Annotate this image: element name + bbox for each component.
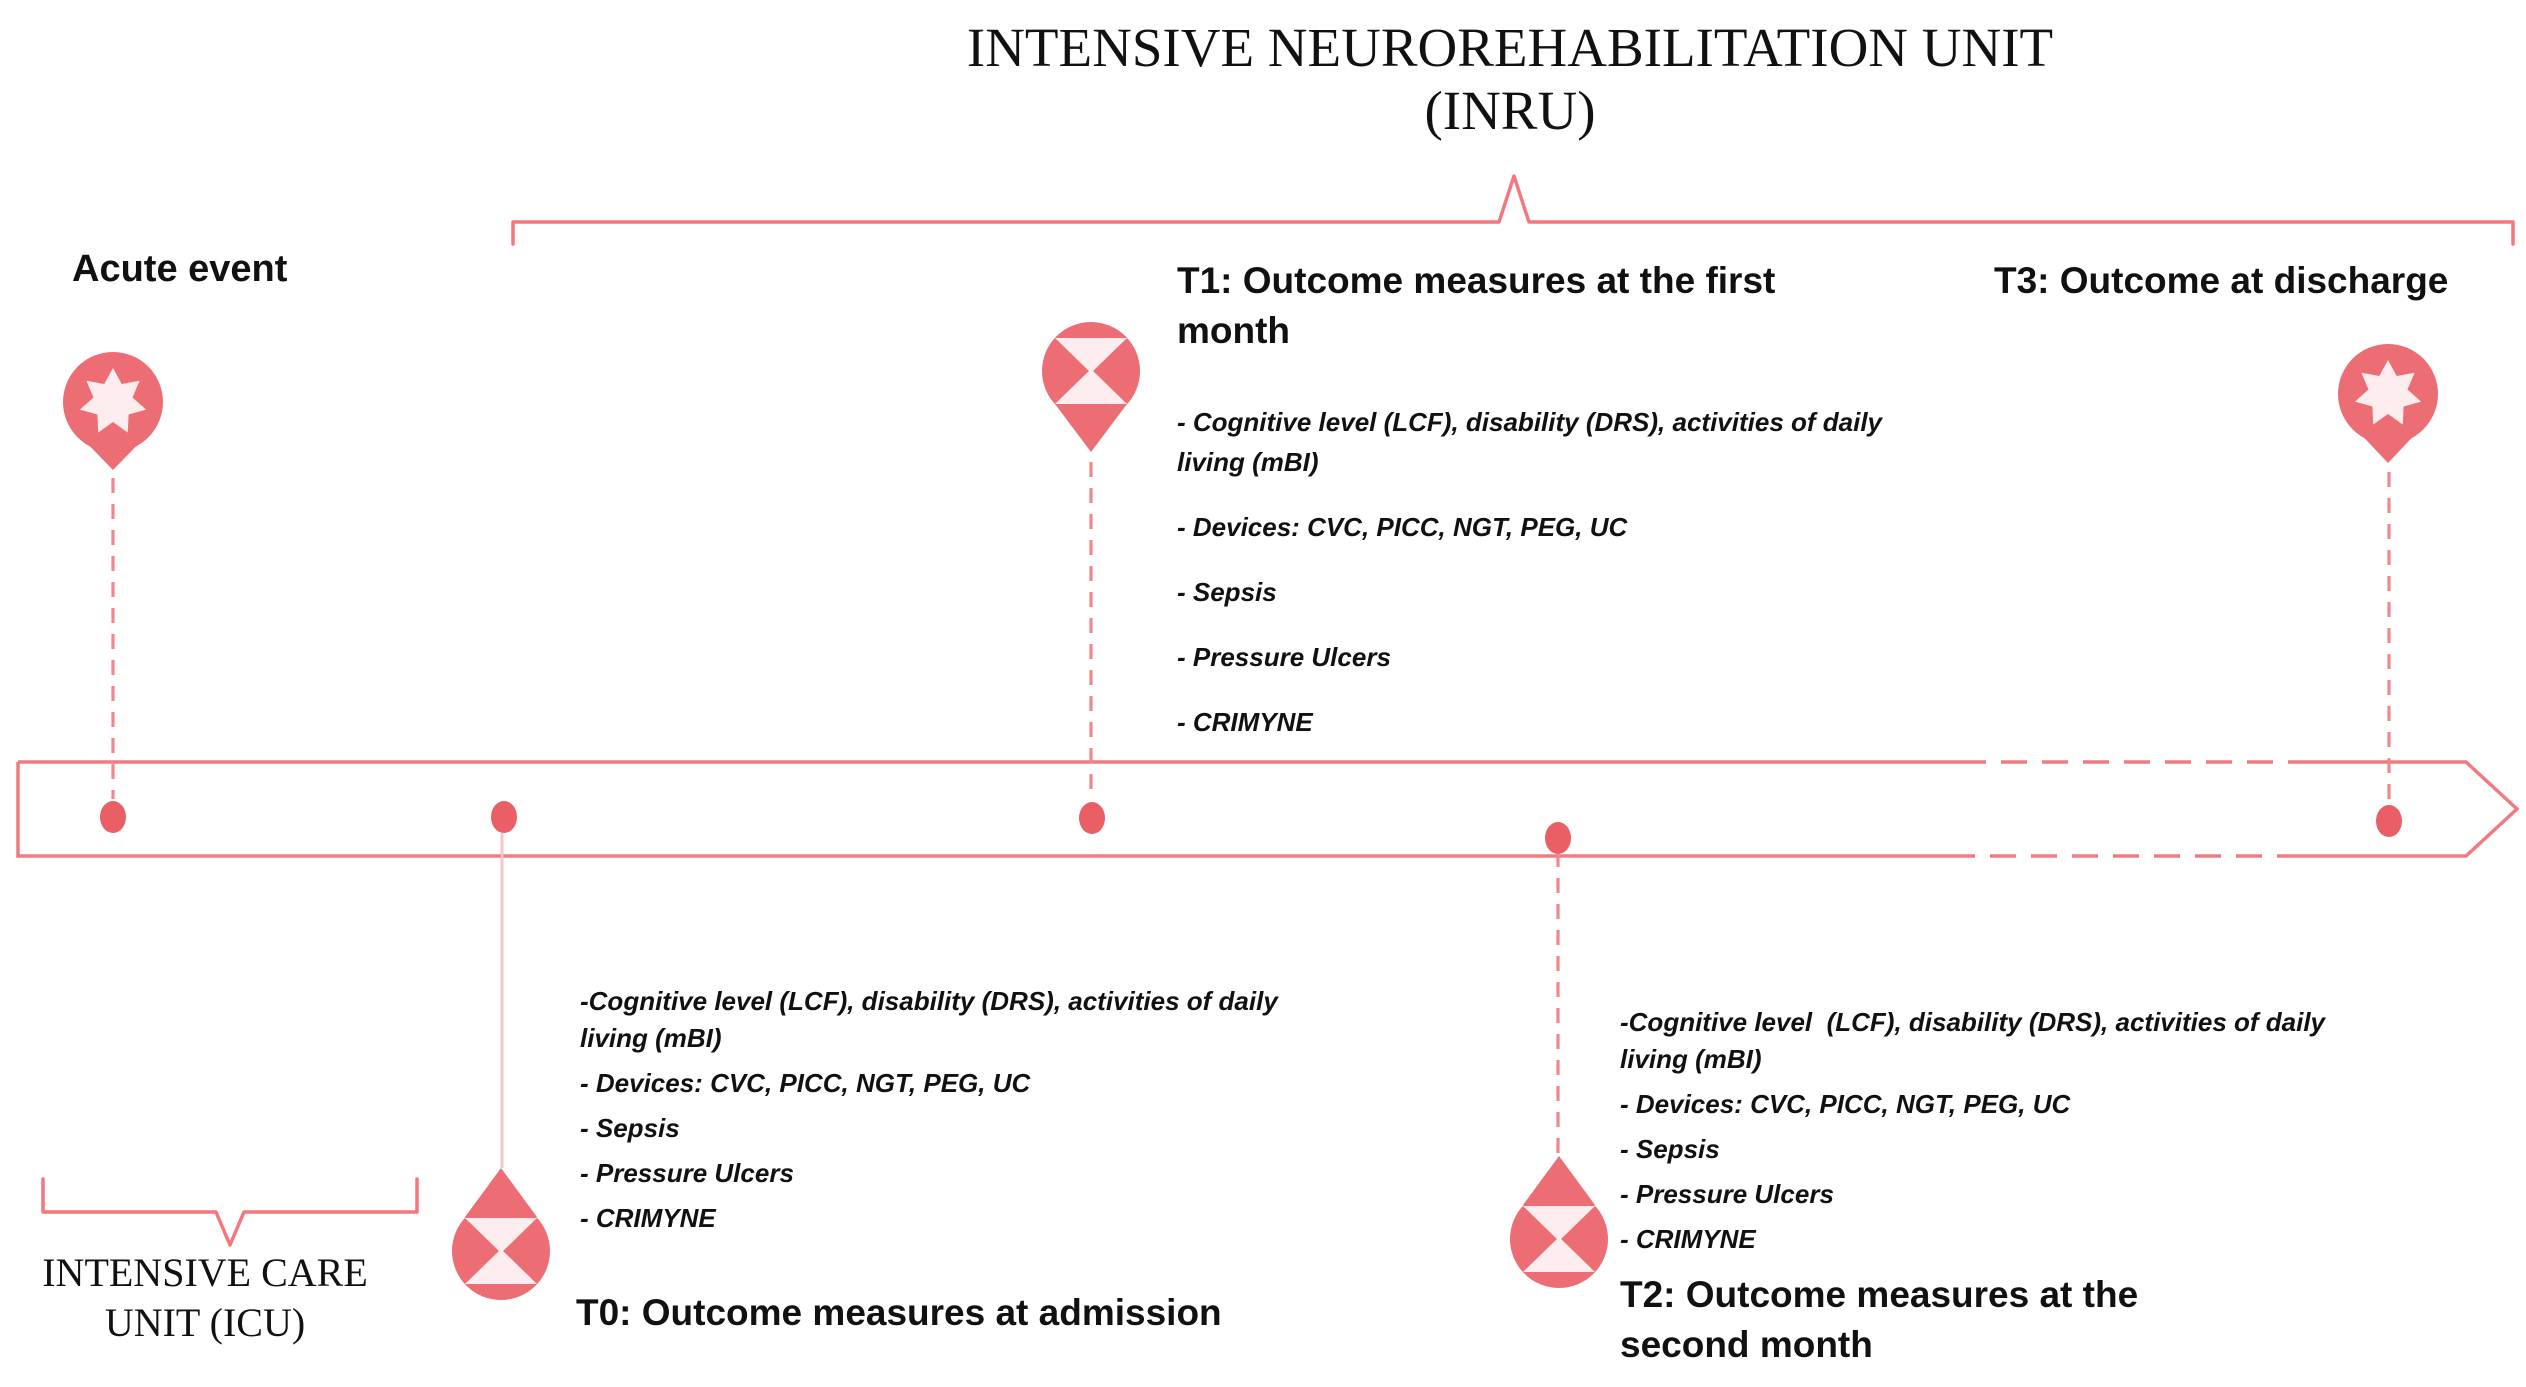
t0-list-item: - CRIMYNE bbox=[580, 1203, 716, 1233]
figure-title-line1: INTENSIVE NEUROREHABILITATION UNIT bbox=[966, 17, 2054, 78]
t1-list-item: - Cognitive level (LCF), disability (DRS… bbox=[1177, 407, 1890, 477]
t0-outcome-list: -Cognitive level (LCF), disability (DRS)… bbox=[580, 983, 1320, 1245]
icu-brace bbox=[41, 1177, 419, 1247]
t2-heading: T2: Outcome measures at the second month bbox=[1620, 1274, 2139, 1365]
t1-list-item: - Pressure Ulcers bbox=[1177, 642, 1391, 672]
t2-list-item: - Devices: CVC, PICC, NGT, PEG, UC bbox=[1620, 1089, 2071, 1119]
t1-dot bbox=[1079, 802, 1105, 834]
t2-pin-hourglass-icon bbox=[1510, 1156, 1608, 1288]
t1-list-item: - Sepsis bbox=[1177, 577, 1277, 607]
icu-label: INTENSIVE CARE UNIT (ICU) bbox=[20, 1248, 390, 1348]
acute-event-dot bbox=[100, 801, 126, 833]
t0-list-item: -Cognitive level (LCF), disability (DRS)… bbox=[580, 986, 1286, 1053]
figure-title: INTENSIVE NEUROREHABILITATION UNIT (INRU… bbox=[710, 16, 2310, 142]
t1-heading: T1: Outcome measures at the first month bbox=[1177, 260, 1776, 351]
inru-brace bbox=[511, 174, 2515, 246]
t2-list-item: -Cognitive level (LCF), disability (DRS)… bbox=[1620, 1007, 2333, 1074]
t3-dot bbox=[2376, 805, 2402, 837]
t0-dot bbox=[491, 801, 517, 833]
t0-list-item: - Pressure Ulcers bbox=[580, 1158, 794, 1188]
t2-dot bbox=[1545, 822, 1571, 854]
t0-heading: T0: Outcome measures at admission bbox=[576, 1292, 1222, 1333]
t3-heading: T3: Outcome at discharge bbox=[1994, 260, 2449, 301]
t0-pin-hourglass-icon bbox=[452, 1168, 550, 1300]
t3-pin-star-icon bbox=[2338, 344, 2438, 463]
acute-event-pin-star-icon bbox=[63, 352, 163, 470]
t2-list-item: - CRIMYNE bbox=[1620, 1224, 1756, 1254]
t0-list-item: - Sepsis bbox=[580, 1113, 680, 1143]
icu-label-line2: UNIT (ICU) bbox=[104, 1300, 306, 1345]
acute-event-label: Acute event bbox=[72, 248, 288, 290]
t2-outcome-list: -Cognitive level (LCF), disability (DRS)… bbox=[1620, 1004, 2360, 1266]
timeline-bar-dashed-segment bbox=[1960, 760, 2303, 858]
t2-list-item: - Sepsis bbox=[1620, 1134, 1720, 1164]
icu-label-line1: INTENSIVE CARE bbox=[42, 1250, 368, 1295]
timeline-bar bbox=[16, 760, 2520, 858]
t1-list-item: - Devices: CVC, PICC, NGT, PEG, UC bbox=[1177, 512, 1628, 542]
t1-list-item: - CRIMYNE bbox=[1177, 707, 1313, 737]
t2-list-item: - Pressure Ulcers bbox=[1620, 1179, 1834, 1209]
figure-title-line2: (INRU) bbox=[1424, 80, 1596, 141]
t1-pin-hourglass-icon bbox=[1042, 322, 1140, 452]
t0-list-item: - Devices: CVC, PICC, NGT, PEG, UC bbox=[580, 1068, 1031, 1098]
t1-outcome-list: - Cognitive level (LCF), disability (DRS… bbox=[1177, 402, 1917, 767]
